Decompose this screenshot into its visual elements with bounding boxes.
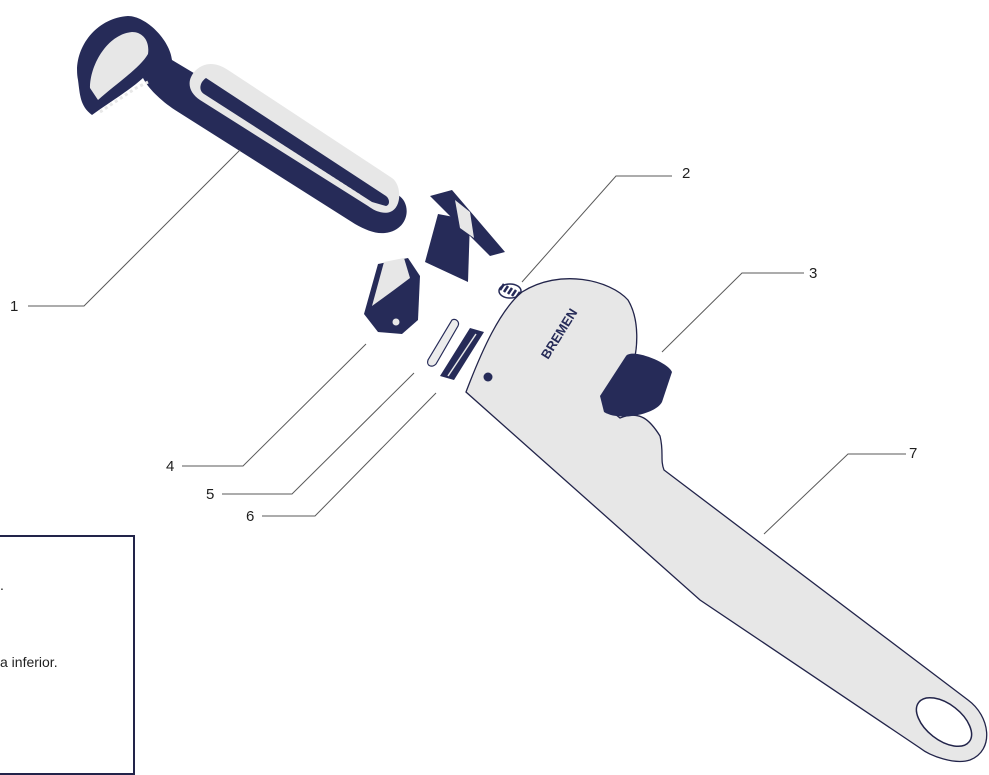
callout-6: 6 xyxy=(246,509,254,524)
callout-1: 1 xyxy=(10,299,18,314)
housing-bracket-icon xyxy=(425,190,505,282)
callout-3: 3 xyxy=(809,266,817,281)
legend-line-1: . xyxy=(0,577,4,593)
hook-jaw-icon xyxy=(77,16,407,233)
callout-5: 5 xyxy=(206,487,214,502)
callout-7: 7 xyxy=(909,446,917,461)
callout-2: 2 xyxy=(682,166,690,181)
heel-jaw-icon xyxy=(364,258,420,334)
wrench-handle-icon: BREMEN xyxy=(466,279,987,762)
callout-4: 4 xyxy=(166,459,174,474)
legend-line-2: a inferior. xyxy=(0,654,58,670)
legend-box: . a inferior. xyxy=(0,535,135,775)
